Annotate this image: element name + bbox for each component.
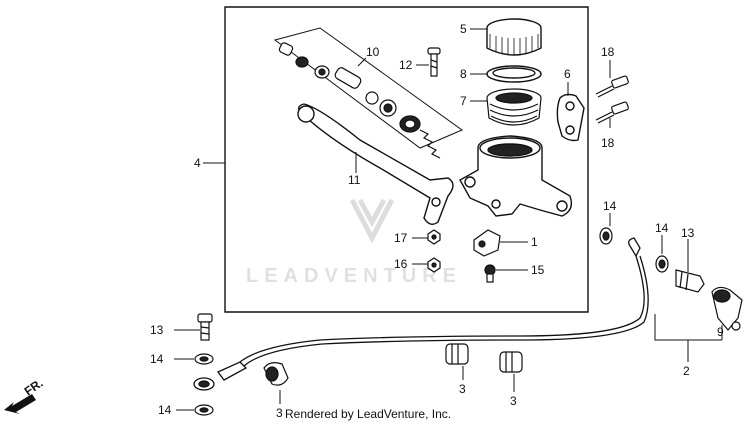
direction-label: FR. — [22, 376, 46, 399]
holder-bolts — [595, 75, 629, 124]
callout-4: 4 — [194, 156, 201, 170]
callout-14-right-b: 14 — [655, 221, 669, 235]
callout-3-right: 3 — [510, 394, 517, 408]
master-cylinder-body — [459, 135, 573, 217]
callout-18-top: 18 — [601, 45, 615, 59]
bolt-12 — [427, 47, 441, 77]
oil-bolt-left — [194, 313, 214, 416]
callout-10: 10 — [366, 45, 380, 59]
switch-and-nuts — [427, 229, 501, 283]
brake-hose — [193, 237, 649, 391]
piston-kit-outline — [273, 27, 464, 149]
callout-13-right: 13 — [681, 226, 695, 240]
callout-5: 5 — [460, 22, 467, 36]
leader-lines — [174, 28, 723, 411]
callout-7: 7 — [460, 94, 467, 108]
oil-bolt-right — [675, 269, 705, 293]
callout-16: 16 — [394, 257, 408, 271]
watermark: LEADVENTURE — [246, 198, 462, 287]
callout-17: 17 — [394, 231, 408, 245]
diaphragm — [486, 88, 542, 126]
set-plate — [486, 65, 542, 83]
front-direction-arrow-icon: FR. — [4, 376, 46, 414]
callout-14-right-a: 14 — [603, 199, 617, 213]
callout-11: 11 — [348, 173, 361, 187]
callout-8: 8 — [460, 67, 467, 81]
callout-1: 1 — [531, 235, 538, 249]
callout-3-middle: 3 — [459, 382, 466, 396]
washers-right — [599, 227, 669, 273]
credit-text: Rendered by LeadVenture, Inc. — [285, 407, 452, 421]
brake-switch — [711, 286, 743, 331]
piston-kit-parts — [278, 42, 441, 159]
callout-2: 2 — [683, 364, 690, 378]
callout-9: 9 — [717, 325, 724, 339]
callout-6: 6 — [564, 67, 571, 81]
holder — [556, 93, 585, 142]
callout-15: 15 — [531, 263, 545, 277]
callout-14-left-a: 14 — [150, 352, 164, 366]
reservoir-cap — [486, 18, 542, 56]
watermark-text: LEADVENTURE — [246, 265, 462, 287]
callout-18-bottom: 18 — [601, 136, 615, 150]
callout-14-left-b: 14 — [158, 403, 172, 417]
callout-13-left: 13 — [150, 323, 164, 337]
callout-12: 12 — [399, 58, 413, 72]
brake-lever — [297, 103, 454, 225]
callout-3-left: 3 — [276, 406, 283, 420]
master-cylinder-assembly-box — [224, 6, 589, 313]
hose-clamps — [263, 343, 523, 386]
